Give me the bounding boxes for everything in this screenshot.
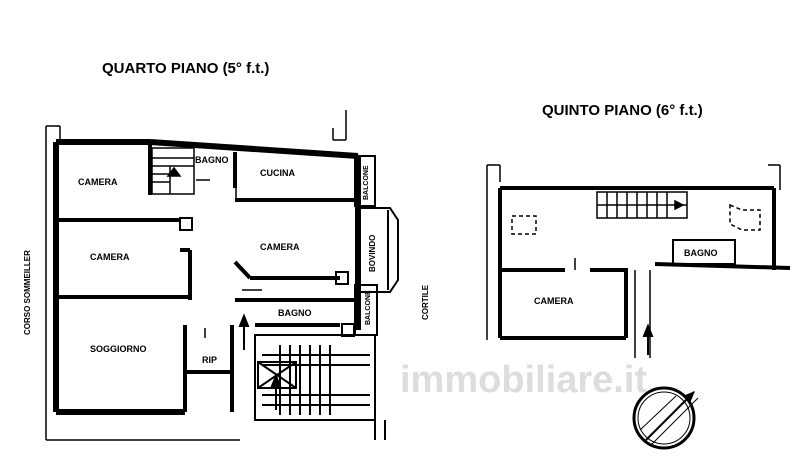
fifth-floor-plan — [486, 164, 791, 358]
fifth-floor-labels: BAGNO CAMERA — [534, 248, 718, 306]
street-label-cortile: CORTILE — [421, 284, 430, 320]
street-label-corso: CORSO SOMMEILLER — [23, 250, 32, 335]
room-label-bagno-bottom: BAGNO — [278, 308, 312, 318]
stair-bottom — [254, 334, 386, 440]
room-label-soggiorno: SOGGIORNO — [90, 344, 147, 354]
room-label-bagno-top: BAGNO — [195, 155, 229, 165]
room-label-bagno-fifth: BAGNO — [684, 248, 718, 258]
fifth-stair — [596, 191, 688, 219]
room-label-bovindo: BOVINDO — [368, 235, 377, 272]
compass-icon — [632, 386, 699, 450]
room-label-rip: RIP — [202, 355, 217, 365]
fifth-floor-title: QUINTO PIANO (6° f.t.) — [542, 102, 703, 119]
room-label-camera-top: CAMERA — [78, 177, 118, 187]
stair-top — [151, 147, 195, 195]
room-label-camera-mid: CAMERA — [90, 252, 130, 262]
watermark: immobiliare.it — [400, 359, 647, 401]
room-label-balcone-bottom: BALCONE — [365, 290, 372, 325]
fourth-floor-plan — [45, 110, 399, 441]
room-label-balcone-top: BALCONE — [363, 165, 370, 200]
room-label-camera-fifth: CAMERA — [534, 296, 574, 306]
outer-walls — [53, 139, 361, 415]
fourth-floor-title: QUARTO PIANO (5° f.t.) — [102, 60, 270, 77]
room-label-cucina: CUCINA — [260, 168, 295, 178]
fourth-floor-labels: CAMERA BAGNO CUCINA CAMERA CAMERA SOGGIO… — [23, 155, 430, 365]
room-label-camera-center: CAMERA — [260, 242, 300, 252]
